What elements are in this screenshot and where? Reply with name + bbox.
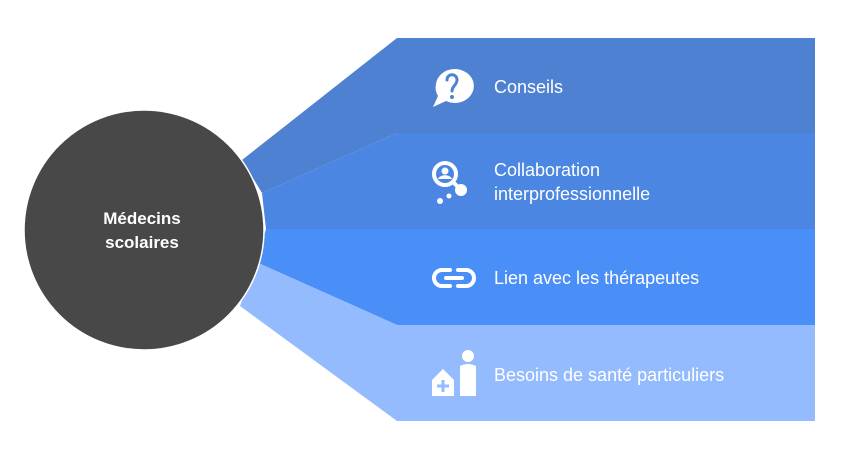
collaboration-network-icon [432, 161, 467, 204]
branch-label-line1: Besoins de santé particuliers [494, 365, 724, 385]
branch-band [242, 38, 815, 193]
branch-band [240, 262, 815, 421]
health-house-person-icon [432, 350, 476, 396]
branch-label-line2: interprofessionnelle [494, 184, 650, 204]
branch-lien: Lien avec les thérapeutes [256, 229, 815, 325]
branch-collaboration: Collaboration interprofessionnelle [262, 133, 815, 229]
branch-label-line1: Conseils [494, 77, 563, 97]
branch-band [262, 133, 815, 229]
branch-label-line1: Collaboration [494, 160, 600, 180]
branch-band [256, 229, 815, 325]
branch-conseils: Conseils [242, 38, 815, 193]
hub-label-line1: Médecins [103, 209, 180, 228]
question-bubble-icon [433, 68, 474, 107]
branch-label-line1: Lien avec les thérapeutes [494, 268, 699, 288]
hub: Médecins scolaires [23, 109, 265, 351]
link-icon [432, 268, 476, 288]
hub-circle [23, 109, 265, 351]
branch-besoins: Besoins de santé particuliers [240, 262, 815, 421]
hub-label-line2: scolaires [105, 233, 179, 252]
